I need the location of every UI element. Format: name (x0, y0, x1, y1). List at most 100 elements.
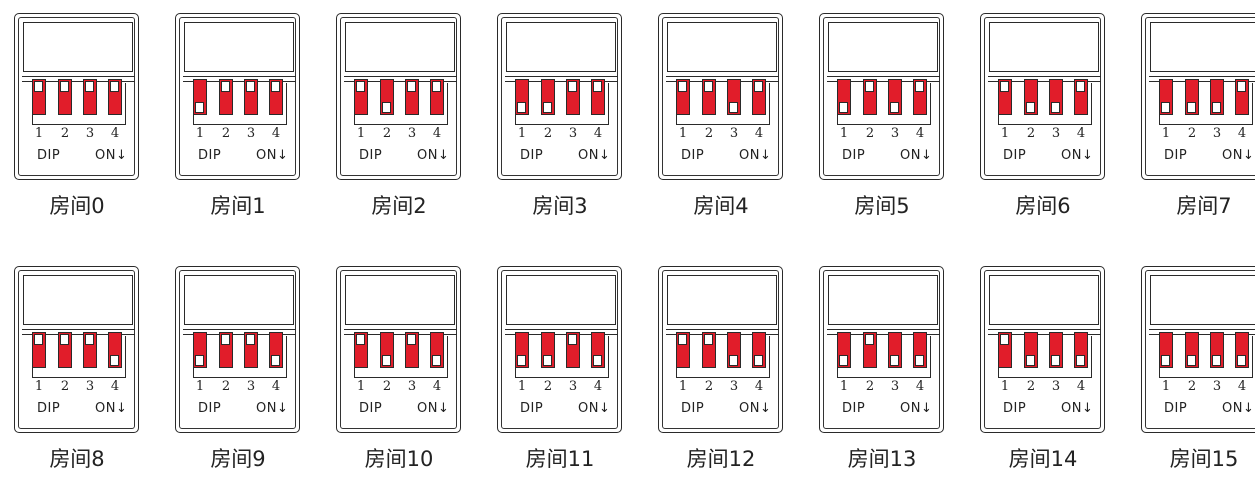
dip-switch-4[interactable] (430, 79, 444, 115)
dip-switch-1[interactable] (354, 332, 368, 368)
label-window (667, 275, 777, 325)
dip-switch-4[interactable] (591, 332, 605, 368)
dip-switch-3[interactable] (566, 332, 580, 368)
dip-switch-4[interactable] (752, 332, 766, 368)
dip-switch-3[interactable] (405, 79, 419, 115)
label-window (1150, 275, 1255, 325)
dip-switch-4[interactable] (752, 79, 766, 115)
dip-switch-1[interactable] (837, 79, 851, 115)
switch-number: 4 (110, 126, 120, 141)
dip-switch-3[interactable] (1049, 332, 1063, 368)
switch-number: 2 (704, 126, 714, 141)
label-window (989, 275, 1099, 325)
switch-number: 1 (34, 379, 44, 394)
dip-switch-2[interactable] (863, 79, 877, 115)
dip-switch-1[interactable] (998, 79, 1012, 115)
label-window (184, 275, 294, 325)
dip-switch-3[interactable] (83, 79, 97, 115)
dip-switch-4[interactable] (430, 332, 444, 368)
dip-switch-1[interactable] (676, 79, 690, 115)
switch-number: 1 (356, 379, 366, 394)
switch-knob (1076, 81, 1085, 92)
room-name: 房间7 (1176, 194, 1232, 218)
switch-number: 3 (1051, 379, 1061, 394)
dip-switch-3[interactable] (405, 332, 419, 368)
dip-switch-1[interactable] (837, 332, 851, 368)
switch-number: 4 (593, 379, 603, 394)
dip-switch-2[interactable] (1024, 332, 1038, 368)
dip-switch-4[interactable] (108, 79, 122, 115)
switch-rail (183, 81, 296, 82)
switch-knob (1076, 355, 1085, 366)
label-window (828, 22, 938, 72)
dip-switch-2[interactable] (541, 332, 555, 368)
dip-switch-1[interactable] (32, 79, 46, 115)
dip-switch-2[interactable] (380, 79, 394, 115)
dip-switch-4[interactable] (269, 79, 283, 115)
dip-switch-3[interactable] (244, 79, 258, 115)
dip-switch-3[interactable] (727, 79, 741, 115)
dip-switch-4[interactable] (1074, 332, 1088, 368)
dip-switch-1[interactable] (1159, 79, 1173, 115)
dip-switch-3[interactable] (727, 332, 741, 368)
dip-switch-3[interactable] (1049, 79, 1063, 115)
dip-switch-4[interactable] (913, 79, 927, 115)
dip-switch-1[interactable] (193, 332, 207, 368)
switch-knob (34, 334, 43, 345)
dip-switch-1[interactable] (32, 332, 46, 368)
switch-rail (22, 334, 135, 335)
dip-switch-4[interactable] (1235, 79, 1249, 115)
label-window (23, 275, 133, 325)
dip-switch-2[interactable] (58, 332, 72, 368)
dip-switch-2[interactable] (219, 79, 233, 115)
switch-knob (1187, 355, 1196, 366)
dip-switch-1[interactable] (676, 332, 690, 368)
dip-switch-3[interactable] (1210, 79, 1224, 115)
dip-switch-4[interactable] (591, 79, 605, 115)
switch-knob (1237, 81, 1246, 92)
dip-switch-1[interactable] (515, 79, 529, 115)
switch-knob (60, 334, 69, 345)
switch-knob (1237, 355, 1246, 366)
dip-switch-3[interactable] (566, 79, 580, 115)
dip-switch-2[interactable] (1185, 79, 1199, 115)
dip-switch-4[interactable] (1074, 79, 1088, 115)
room-name: 房间15 (1169, 447, 1239, 471)
switch-rail (183, 334, 296, 335)
dip-switch-4[interactable] (108, 332, 122, 368)
switch-number: 2 (221, 126, 231, 141)
dip-switch-1[interactable] (998, 332, 1012, 368)
dip-switch-4[interactable] (913, 332, 927, 368)
dip-switch-3[interactable] (244, 332, 258, 368)
dip-switch-1[interactable] (354, 79, 368, 115)
dip-switch-2[interactable] (58, 79, 72, 115)
dip-switch-2[interactable] (219, 332, 233, 368)
dip-switch-1[interactable] (193, 79, 207, 115)
dip-switch-3[interactable] (1210, 332, 1224, 368)
switch-knob (432, 355, 441, 366)
dip-switch-1[interactable] (1159, 332, 1173, 368)
dip-switch-2[interactable] (541, 79, 555, 115)
dip-switch-2[interactable] (702, 79, 716, 115)
switch-number: 2 (704, 379, 714, 394)
switch-knob (1187, 102, 1196, 113)
dip-switch-2[interactable] (702, 332, 716, 368)
dip-switch-3[interactable] (888, 332, 902, 368)
dip-switch-4[interactable] (269, 332, 283, 368)
dip-switch-2[interactable] (1024, 79, 1038, 115)
dip-switch-2[interactable] (863, 332, 877, 368)
dip-switch-1[interactable] (515, 332, 529, 368)
on-direction-label: ON↓ (900, 401, 933, 416)
dip-switch-3[interactable] (83, 332, 97, 368)
dip-switch-2[interactable] (380, 332, 394, 368)
dip-switch-2[interactable] (1185, 332, 1199, 368)
on-direction-label: ON↓ (256, 401, 289, 416)
dip-switch-4[interactable] (1235, 332, 1249, 368)
dip-switch-3[interactable] (888, 79, 902, 115)
